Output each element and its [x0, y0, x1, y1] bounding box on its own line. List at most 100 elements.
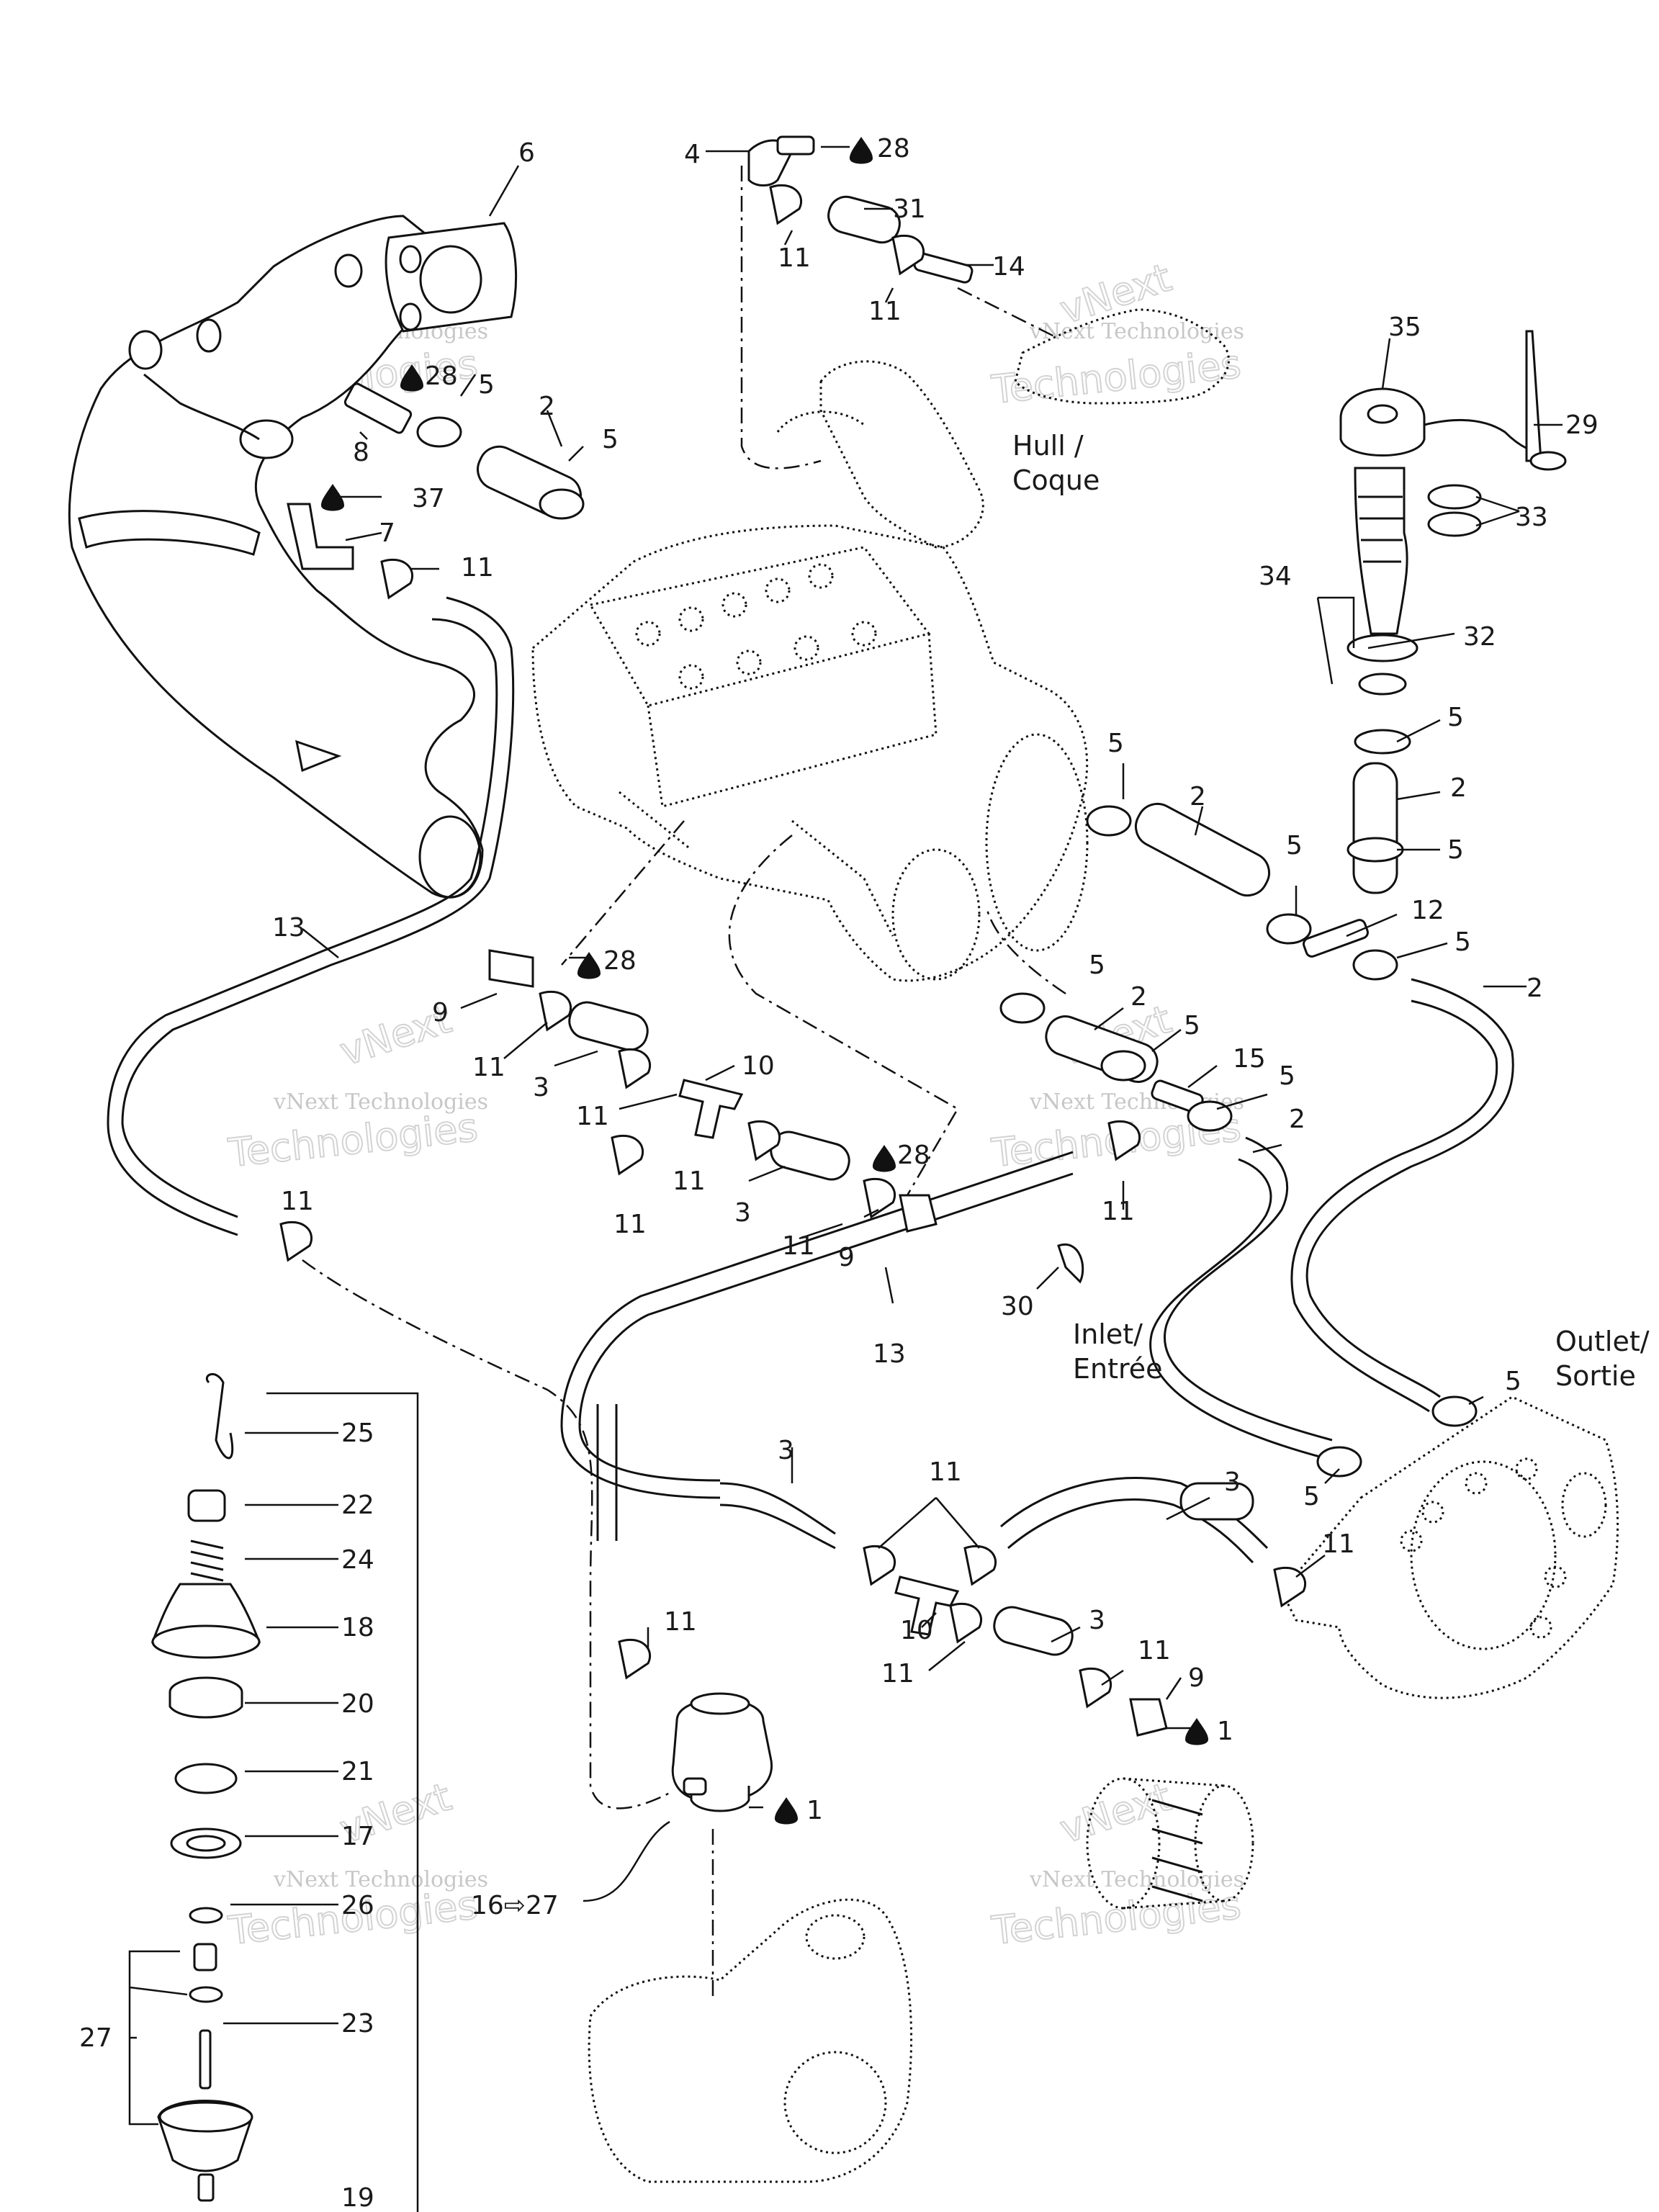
- callout-37: 37: [412, 484, 445, 513]
- watermark-text: Technologies: [226, 1105, 480, 1176]
- callout-5: 5: [478, 370, 495, 400]
- inlet-label-fr: Entrée: [1073, 1353, 1163, 1385]
- inlet-label: Inlet/: [1073, 1318, 1143, 1350]
- callout-4: 4: [684, 140, 701, 169]
- callout-28: 28: [425, 361, 458, 391]
- callout-15: 15: [1233, 1044, 1266, 1074]
- watermark-text: Technologies: [989, 1882, 1244, 1954]
- callout-5: 5: [1303, 1482, 1320, 1511]
- callout-23: 23: [341, 2009, 374, 2038]
- callout-5: 5: [1089, 950, 1105, 980]
- callout-5: 5: [602, 425, 619, 454]
- jet-pump-outline: [1280, 1395, 1619, 1699]
- callout-20: 20: [341, 1689, 374, 1719]
- callout-28: 28: [603, 946, 637, 976]
- drop-icon: [577, 952, 601, 979]
- callout-16-27: 16⇨27: [471, 1891, 559, 1920]
- watermark-text: vNext Technologies: [273, 1867, 488, 1892]
- callout-27: 27: [79, 2023, 112, 2053]
- callout-9: 9: [838, 1243, 855, 1272]
- callout-28: 28: [897, 1141, 930, 1170]
- watermark-text: vNext Technologies: [273, 1089, 488, 1115]
- callout-2: 2: [1130, 982, 1147, 1012]
- callout-3: 3: [533, 1073, 549, 1102]
- pump-body-outline: [588, 1898, 913, 2183]
- watermark-text: vNext Technologies: [1029, 319, 1244, 344]
- callout-5: 5: [1184, 1011, 1200, 1040]
- callout-11: 11: [1322, 1529, 1355, 1559]
- callout-7: 7: [379, 518, 395, 548]
- callout-11: 11: [576, 1102, 609, 1131]
- callout-33: 33: [1515, 503, 1548, 532]
- callout-13: 13: [272, 913, 305, 943]
- callout-2: 2: [1190, 782, 1206, 811]
- callout-5: 5: [1455, 927, 1471, 957]
- callout-13: 13: [873, 1339, 906, 1369]
- outlet-label: Outlet/: [1555, 1326, 1650, 1357]
- callout-5: 5: [1107, 729, 1124, 758]
- callout-5: 5: [1447, 835, 1464, 865]
- hull-label: Hull /: [1012, 430, 1084, 462]
- lubricant-markers: [321, 137, 1208, 1825]
- pressure-valve: [671, 1692, 773, 1812]
- callout-11: 11: [613, 1210, 647, 1239]
- callout-1: 1: [1217, 1717, 1233, 1746]
- callout-9: 9: [432, 998, 449, 1028]
- callout-5: 5: [1505, 1367, 1521, 1396]
- callout-5: 5: [1279, 1061, 1295, 1091]
- callout-8: 8: [353, 438, 369, 467]
- watermark-text: vNext Technologies: [1029, 1867, 1244, 1892]
- callout-11: 11: [1138, 1636, 1171, 1665]
- valve-stack: [150, 1373, 419, 2212]
- drop-icon: [775, 1797, 798, 1825]
- watermark-text: Technologies: [989, 341, 1244, 413]
- hull-label-fr: Coque: [1012, 464, 1100, 496]
- callout-28: 28: [877, 134, 910, 163]
- callout-19: 19: [341, 2183, 374, 2212]
- outlet-label-fr: Sortie: [1555, 1360, 1636, 1392]
- drop-icon: [321, 484, 344, 511]
- hull-fitting-outline: [1014, 308, 1230, 405]
- callout-11: 11: [664, 1607, 697, 1637]
- callout-32: 32: [1463, 622, 1496, 652]
- callout-31: 31: [893, 194, 926, 224]
- callout-1: 1: [806, 1796, 823, 1825]
- callout-9: 9: [1188, 1663, 1205, 1693]
- engine-outline: [531, 360, 1089, 982]
- drop-icon: [400, 364, 423, 392]
- callouts: 6 4 28 31 11 14 11 35 29 28 5 2 8 5 37 7…: [79, 134, 1599, 2212]
- callout-5: 5: [1447, 703, 1464, 732]
- callout-2: 2: [1289, 1105, 1305, 1134]
- callout-3: 3: [1089, 1606, 1105, 1635]
- callout-11: 11: [929, 1457, 962, 1487]
- callout-11: 11: [673, 1166, 706, 1196]
- callout-11: 11: [868, 297, 902, 326]
- leader-lines: [128, 145, 1563, 2126]
- drop-icon: [873, 1145, 896, 1172]
- callout-2: 2: [1527, 974, 1543, 1003]
- callout-2: 2: [539, 392, 555, 421]
- callout-17: 17: [341, 1822, 374, 1851]
- watermark-text: vNext: [1055, 1774, 1177, 1853]
- callout-30: 30: [1001, 1292, 1034, 1321]
- callout-12: 12: [1411, 896, 1444, 925]
- callout-6: 6: [518, 138, 535, 168]
- callout-26: 26: [341, 1891, 374, 1920]
- routing-lines: [302, 166, 1066, 2002]
- callout-11: 11: [472, 1053, 505, 1082]
- callout-24: 24: [341, 1545, 374, 1575]
- callout-22: 22: [341, 1491, 374, 1520]
- callout-11: 11: [881, 1659, 914, 1689]
- callout-29: 29: [1565, 410, 1599, 440]
- callout-10: 10: [742, 1051, 775, 1081]
- callout-34: 34: [1259, 562, 1292, 591]
- callout-11: 11: [1102, 1197, 1135, 1226]
- drop-icon: [1185, 1718, 1208, 1745]
- fittings: [279, 135, 1478, 1737]
- callout-25: 25: [341, 1419, 374, 1448]
- zone-labels: Hull / Coque Inlet/ Entrée Outlet/ Sorti…: [1012, 430, 1650, 1392]
- callout-3: 3: [1224, 1467, 1241, 1497]
- callout-18: 18: [341, 1613, 374, 1642]
- callout-2: 2: [1450, 773, 1467, 803]
